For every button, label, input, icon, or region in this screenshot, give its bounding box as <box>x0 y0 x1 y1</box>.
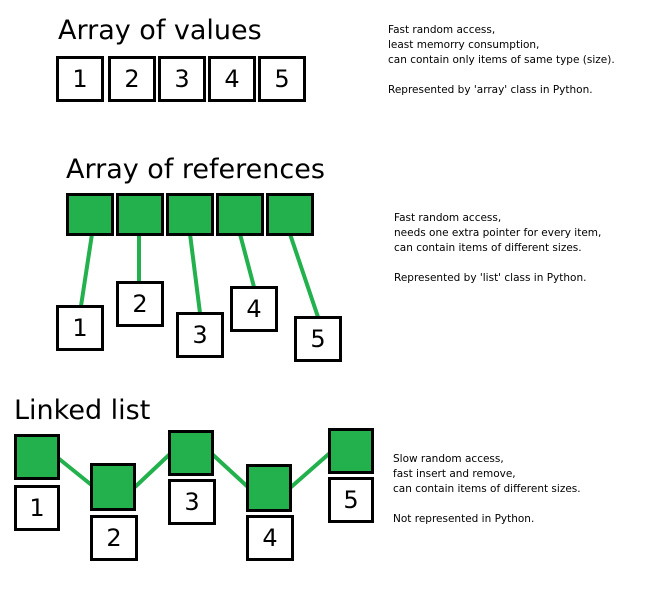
array-of-values-title: Array of values <box>58 15 262 46</box>
linked-list-node <box>168 430 214 476</box>
reference-cell <box>266 193 314 236</box>
linked-list-node <box>14 434 60 480</box>
referenced-value: 5 <box>294 316 342 362</box>
value-cell: 5 <box>258 56 306 102</box>
linked-list-notes: Slow random access, fast insert and remo… <box>393 452 581 527</box>
referenced-value: 4 <box>230 286 278 332</box>
linked-list-pointer <box>56 456 96 489</box>
reference-cell <box>66 193 114 236</box>
note-line: least memorry consumption, <box>388 39 540 51</box>
reference-cell <box>166 193 214 236</box>
value-cell: 2 <box>108 56 156 102</box>
note-line: Slow random access, <box>393 453 504 465</box>
note-line: Represented by 'array' class in Python. <box>388 84 593 96</box>
linked-list-value: 1 <box>14 485 60 531</box>
value-cell: 4 <box>208 56 256 102</box>
reference-cell <box>216 193 264 236</box>
array-of-values-notes: Fast random access, least memorry consum… <box>388 23 615 98</box>
linked-list-value: 2 <box>90 515 138 561</box>
note-line: Fast random access, <box>388 24 496 36</box>
linked-list-pointer <box>288 450 333 490</box>
note-line: can contain items of different sizes. <box>393 483 581 495</box>
array-of-references-title: Array of references <box>66 154 325 185</box>
note-line: needs one extra pointer for every item, <box>394 227 602 239</box>
reference-pointer <box>79 233 94 307</box>
linked-list-node <box>246 464 292 512</box>
reference-pointer <box>188 233 202 314</box>
array-of-references-notes: Fast random access, needs one extra poin… <box>394 211 601 286</box>
referenced-value: 2 <box>116 281 164 327</box>
linked-list-value: 4 <box>246 515 294 561</box>
linked-list-node <box>328 428 374 474</box>
reference-cell <box>116 193 164 236</box>
note-line: Not represented in Python. <box>393 513 535 525</box>
value-cell: 1 <box>56 56 104 102</box>
note-line: can contain items of different sizes. <box>394 242 582 254</box>
linked-list-pointer <box>133 452 172 489</box>
note-line: fast insert and remove, <box>393 468 516 480</box>
referenced-value: 3 <box>176 312 224 358</box>
reference-pointer <box>288 233 320 318</box>
note-line: Represented by 'list' class in Python. <box>394 272 587 284</box>
note-line: Fast random access, <box>394 212 502 224</box>
referenced-value: 1 <box>56 305 104 351</box>
linked-list-value: 5 <box>328 477 374 523</box>
value-cell: 3 <box>158 56 206 102</box>
linked-list-value: 3 <box>168 479 216 525</box>
linked-list-title: Linked list <box>14 395 151 426</box>
note-line: can contain only items of same type (siz… <box>388 54 615 66</box>
linked-list-node <box>90 463 136 511</box>
linked-list-pointer <box>210 452 251 490</box>
reference-pointer <box>238 233 256 288</box>
